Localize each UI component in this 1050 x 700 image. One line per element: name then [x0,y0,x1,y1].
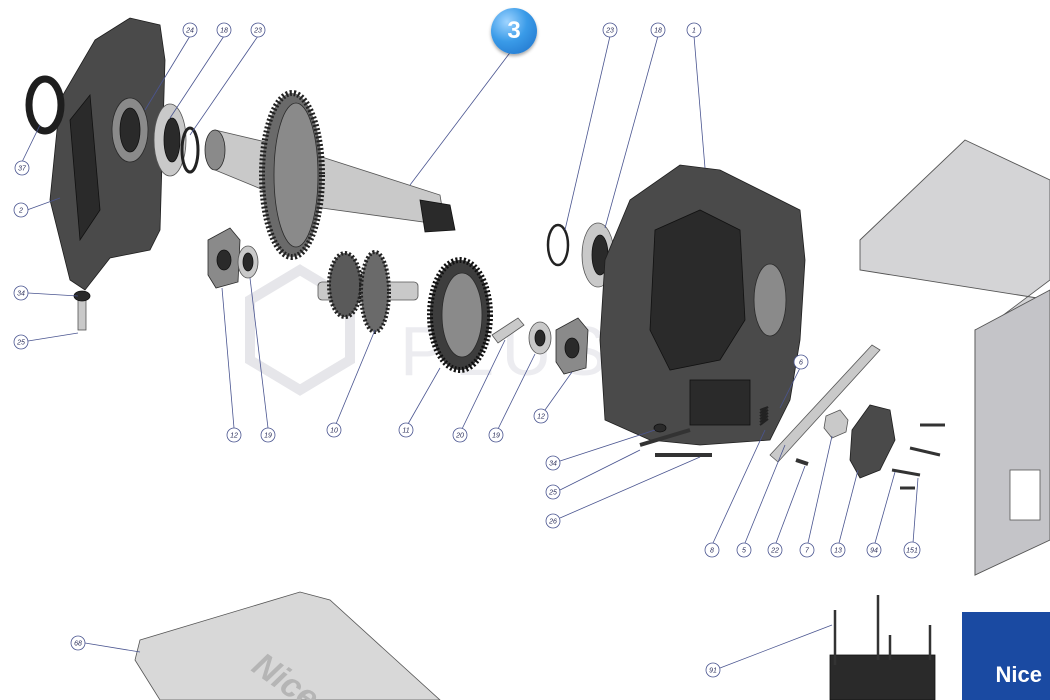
callout-151: 151 [903,477,921,559]
svg-text:18: 18 [220,28,228,35]
callout-19-left: 19 [249,277,276,443]
callout-5: 5 [736,444,786,558]
part-housing-bolts [639,423,712,457]
callout-20: 20 [452,339,506,443]
svg-text:34: 34 [17,291,25,298]
part-pinion-gear [317,250,419,334]
part-key [491,317,525,344]
brand-logo-text: Nice [995,662,1042,687]
step-badge-leader [409,49,513,186]
part-motor-block [829,595,936,700]
callout-1: 1 [686,22,706,169]
svg-text:5: 5 [742,548,746,555]
callout-94: 94 [866,471,896,558]
part-spring [759,406,769,426]
callout-68: 68 [70,635,141,653]
callout-18-left: 18 [169,22,232,119]
callout-22: 22 [767,465,806,558]
callout-7: 7 [799,435,833,558]
part-bearing-left-small [237,245,259,279]
svg-text:91: 91 [709,668,717,675]
part-long-shaft [769,344,881,463]
part-bearing-right-small [528,321,552,355]
svg-text:6: 6 [799,360,803,367]
svg-text:19: 19 [492,433,500,440]
callout-91: 91 [705,624,833,678]
callout-6: 6 [779,354,809,409]
callout-34-right: 34 [545,429,656,471]
callout-23-right: 23 [564,22,618,231]
svg-text:2: 2 [18,208,23,215]
svg-text:68: 68 [74,641,82,648]
svg-text:20: 20 [455,433,464,440]
svg-text:24: 24 [185,28,194,35]
callout-34-left: 34 [13,285,79,301]
part-block [823,409,849,439]
callout-18-right: 18 [604,22,666,229]
part-output-shaft [204,129,456,233]
callout-group: 24 18 23 37 2 34 25 [13,22,921,678]
callout-12-left: 12 [221,287,242,443]
callout-19-right: 19 [488,353,536,443]
part-bearing-left [153,103,187,177]
step-number-label: 3 [507,17,521,44]
callout-13: 13 [830,469,859,558]
part-left-housing-cover [49,17,166,291]
callout-10: 10 [326,329,376,438]
svg-text:37: 37 [18,166,27,173]
svg-text:23: 23 [253,28,262,35]
svg-text:19: 19 [264,433,272,440]
part-large-gear [259,90,325,260]
part-pin [795,458,809,466]
part-bolt-left [73,290,91,331]
part-limit-switch [849,404,896,479]
callout-8: 8 [704,429,766,558]
svg-text:34: 34 [549,461,557,468]
svg-text:1: 1 [692,28,696,35]
part-screws [891,423,945,490]
svg-text:25: 25 [548,490,557,497]
part-seal-ring [25,75,65,135]
svg-text:12: 12 [230,433,238,440]
svg-text:8: 8 [710,548,714,555]
svg-text:18: 18 [654,28,662,35]
callout-25-left: 25 [13,332,79,350]
svg-text:151: 151 [906,548,918,555]
svg-text:10: 10 [330,428,338,435]
brand-logo: Nice [962,612,1050,700]
part-circlip-right [546,223,570,267]
part-gear-wheel [427,257,493,373]
part-mounting-frame [859,139,1050,576]
svg-text:7: 7 [805,548,810,555]
svg-text:94: 94 [870,548,878,555]
part-bearing-block-left [207,227,241,289]
svg-text:25: 25 [16,340,25,347]
svg-text:23: 23 [605,28,614,35]
part-circlip-left [180,126,200,174]
step-number-badge: 3 [491,8,537,54]
svg-text:12: 12 [537,414,545,421]
callout-11: 11 [398,367,441,438]
svg-text:22: 22 [770,548,779,555]
callout-24: 24 [144,22,198,111]
part-main-housing [599,164,806,446]
part-bearing-block-right [555,317,589,375]
callout-12-right: 12 [533,371,573,424]
callout-37: 37 [14,124,41,176]
svg-text:13: 13 [834,548,842,555]
part-cover-plate: Nice [134,591,441,700]
svg-text:11: 11 [402,428,409,435]
callout-23-left: 23 [189,22,266,136]
callout-26: 26 [545,456,701,529]
callout-25-right: 25 [545,449,641,500]
svg-text:26: 26 [548,519,557,526]
callout-2: 2 [13,197,61,218]
